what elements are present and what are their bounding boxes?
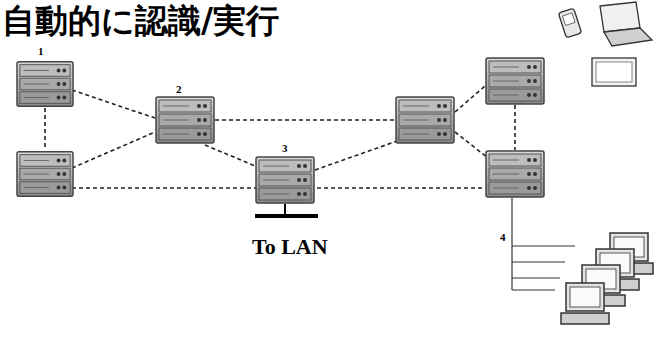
mobile-devices <box>558 2 652 86</box>
router-icon <box>256 157 314 203</box>
callout-number: 4 <box>500 232 506 243</box>
pc-icon <box>561 283 609 324</box>
router-icon <box>486 58 544 104</box>
router-icon <box>486 151 544 197</box>
pc-wiring <box>512 198 575 290</box>
callout-number: 3 <box>282 143 288 154</box>
lan-stub <box>284 204 286 214</box>
slide-title: 自動的に認識/実行 <box>2 4 279 37</box>
lan-label: To LAN <box>252 236 328 258</box>
router-icon <box>17 152 73 196</box>
lan-bus <box>255 214 318 218</box>
router-icon <box>396 97 454 143</box>
callout-number: 1 <box>38 46 44 57</box>
router-icon <box>156 97 214 143</box>
router-icon <box>17 62 73 106</box>
callout-number: 2 <box>176 84 182 95</box>
